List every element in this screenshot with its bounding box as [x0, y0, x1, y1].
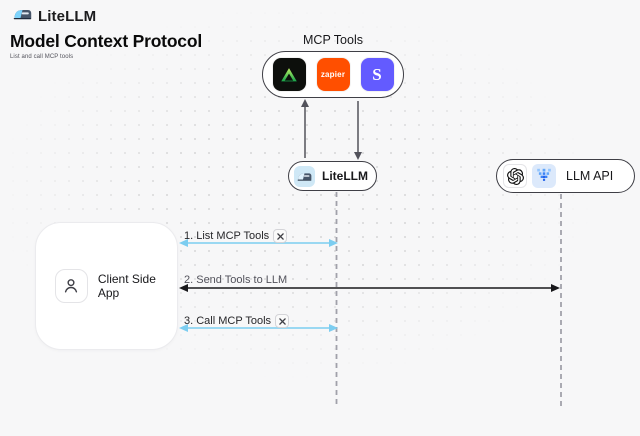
arrow-list-mcp-tools: [179, 239, 338, 247]
mcp-tools-label: MCP Tools: [303, 33, 363, 47]
brand-logo: LiteLLM: [13, 7, 96, 26]
hammer-wrench-icon: [275, 314, 290, 328]
mcp-tools-node[interactable]: zapier S: [262, 51, 404, 98]
arrow-litellm-to-mcp: [301, 99, 309, 158]
step-2-label: 2. Send Tools to LLM: [184, 274, 287, 286]
client-node-label: Client Side App: [97, 272, 156, 300]
train-icon: [294, 165, 315, 187]
arrow-send-tools-to-llm: [179, 284, 560, 292]
llm-api-node-label: LLM API: [566, 169, 614, 183]
green-triangle-icon[interactable]: [272, 58, 306, 91]
litellm-node[interactable]: LiteLLM: [288, 161, 377, 191]
arrow-mcp-to-litellm: [354, 101, 362, 160]
litellm-node-label: LiteLLM: [322, 169, 368, 183]
person-icon: [55, 269, 88, 303]
arrow-call-mcp-tools: [179, 324, 338, 332]
client-side-app-node[interactable]: Client Side App: [35, 222, 178, 350]
page-title: Model Context Protocol: [10, 31, 202, 51]
zapier-label: zapier: [320, 70, 346, 79]
hammer-wrench-icon: [273, 229, 288, 243]
stripe-label: S: [372, 64, 382, 84]
llm-api-node[interactable]: LLM API: [496, 159, 635, 193]
train-icon: [13, 7, 32, 26]
step-2-text: 2. Send Tools to LLM: [184, 274, 288, 286]
stripe-icon[interactable]: S: [360, 58, 394, 91]
zapier-icon[interactable]: zapier: [316, 58, 350, 91]
brand-name: LiteLLM: [38, 8, 97, 25]
page-subtitle: List and call MCP tools: [10, 54, 74, 60]
openai-icon: [503, 164, 527, 188]
pixel-arrow-icon: [532, 164, 556, 188]
step-3-text: 3. Call MCP Tools: [184, 315, 272, 327]
step-3-label: 3. Call MCP Tools: [184, 314, 290, 328]
step-1-text: 1. List MCP Tools: [184, 230, 270, 242]
step-1-label: 1. List MCP Tools: [184, 229, 288, 243]
